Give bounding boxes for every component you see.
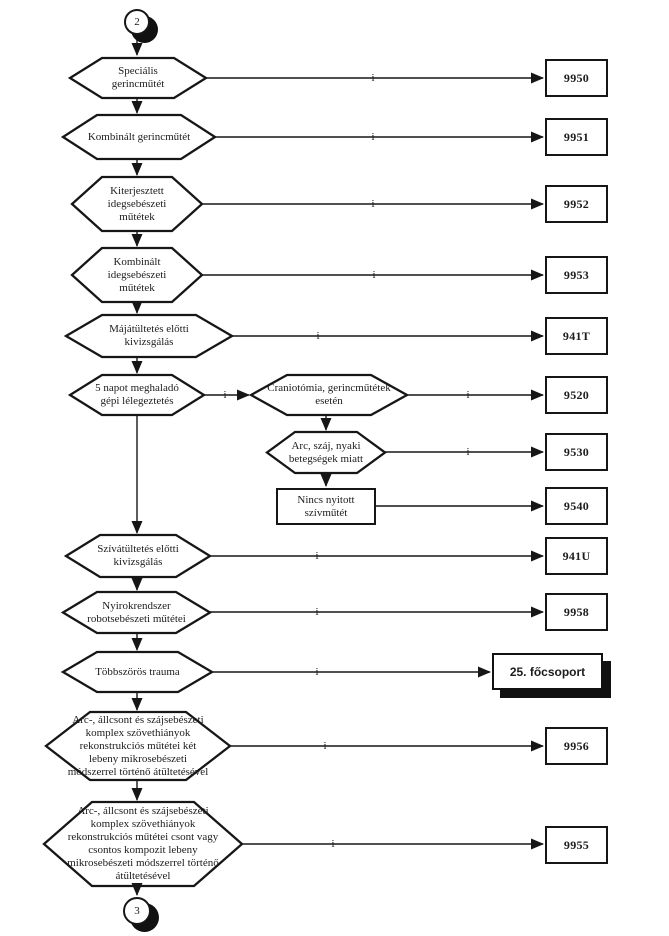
edge-label-yes: i xyxy=(466,446,470,458)
edge-label-yes: i xyxy=(223,389,227,401)
code-box-9958: 9958 xyxy=(545,593,608,631)
node-kombinalt-gerincmutet: Kombinált gerincműtét xyxy=(87,130,191,143)
node-tobbszoros-trauma: Többszörös trauma xyxy=(95,665,180,678)
page-connector-top: 2 xyxy=(124,9,150,35)
hexagon-specialis-gerincmutet xyxy=(67,56,209,100)
node-specialis-gerincmutet: Speciális gerincműtét xyxy=(111,65,165,90)
connector-number: 2 xyxy=(134,16,140,28)
edge-label-yes: i xyxy=(466,389,470,401)
hexagon-tobbszoros-trauma xyxy=(60,650,215,694)
page-connector-bottom: 3 xyxy=(123,897,151,925)
edge-label-yes: i xyxy=(371,131,375,143)
code-box-9953: 9953 xyxy=(545,256,608,294)
connector-number: 3 xyxy=(134,905,140,917)
node-gepi-lelegeztetes: 5 napot meghaladó gépi lélegeztetés xyxy=(95,382,179,407)
code-box-941t: 941T xyxy=(545,317,608,355)
code-box-9956: 9956 xyxy=(545,727,608,765)
node-majatultetes-elotti: Májátültetés előtti kivizsgálás xyxy=(109,323,189,348)
node-arc-szaj-nyaki: Arc, száj, nyaki betegségek miatt xyxy=(288,439,364,465)
code-box-9955: 9955 xyxy=(545,826,608,864)
node-arc-allcsont-ket-lebeny: Arc-, állcsont és szájsebészeti komplex … xyxy=(67,713,209,778)
edge-label-yes: i xyxy=(331,838,335,850)
node-craniotomia: Craniotómia, gerincműtétek esetén xyxy=(267,382,391,407)
hexagon-majatultetes-elotti xyxy=(63,313,235,359)
hexagon-gepi-lelegeztetes xyxy=(67,373,207,417)
node-kiterjesztett-idegsebeszeti: Kiterjesztett idegsebészeti műtétek xyxy=(107,184,167,223)
edge-label-yes: i xyxy=(323,740,327,752)
code-box-9951: 9951 xyxy=(545,118,608,156)
code-box-9520: 9520 xyxy=(545,376,608,414)
hexagon-craniotomia xyxy=(248,373,410,417)
code-box-941u: 941U xyxy=(545,537,608,575)
node-arc-allcsont-csont-kompozit: Arc-, állcsont és szájsebészeti komplex … xyxy=(67,805,219,882)
hexagon-arc-szaj-nyaki xyxy=(265,430,387,475)
hexagon-kombinalt-gerincmutet xyxy=(60,113,218,161)
code-box-9950: 9950 xyxy=(545,59,608,97)
hexagon-kombinalt-idegsebeszeti xyxy=(70,246,204,304)
code-box-9540: 9540 xyxy=(545,487,608,525)
edge-label-yes: i xyxy=(372,269,376,281)
node-nincs-nyitott-szivmutet: Nincs nyitott szívműtét xyxy=(276,488,376,525)
code-box-9530: 9530 xyxy=(545,433,608,471)
hexagon-kiterjesztett-idegsebeszeti xyxy=(70,175,204,233)
node-kombinalt-idegsebeszeti: Kombinált idegsebészeti műtétek xyxy=(107,255,167,294)
edge-label-yes: i xyxy=(315,550,319,562)
edge-label-yes: i xyxy=(315,666,319,678)
edge-label-yes: i xyxy=(371,198,375,210)
hexagon-arc-allcsont-ket-lebeny xyxy=(44,710,232,782)
hexagon-nyirokrendszer xyxy=(60,590,213,635)
hexagon-szivatultetes-elotti xyxy=(63,533,213,579)
node-szivatultetes-elotti: Szívátültetés előtti kivizsgálás xyxy=(97,543,179,568)
node-nyirokrendszer: Nyirokrendszer robotsebészeti műtétei xyxy=(87,599,186,625)
code-box-25-focsoport: 25. főcsoport xyxy=(492,653,603,690)
code-box-9952: 9952 xyxy=(545,185,608,223)
edge-label-yes: i xyxy=(315,606,319,618)
hexagon-arc-allcsont-csont-kompozit xyxy=(42,800,244,888)
edge-label-yes: i xyxy=(316,330,320,342)
edge-label-yes: i xyxy=(371,72,375,84)
